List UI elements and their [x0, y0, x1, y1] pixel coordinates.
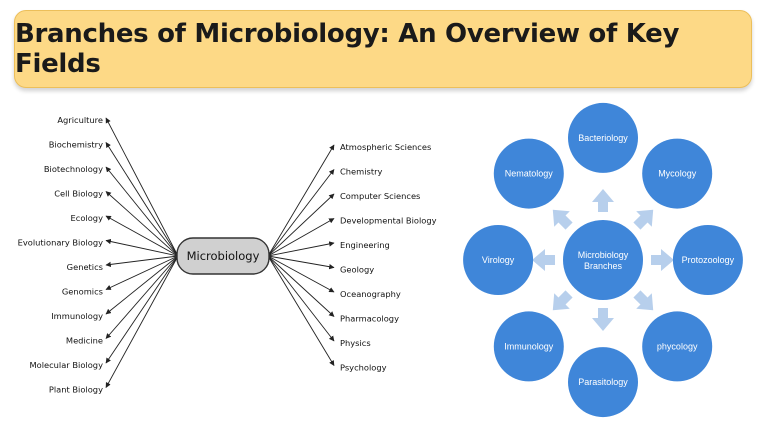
mindmap-branch-cell-biology: Cell Biology	[54, 189, 103, 199]
page-title: Branches of Microbiology: An Overview of…	[15, 19, 680, 79]
branch-arrow-genomics	[105, 255, 179, 290]
branch-arrow-chemistry	[267, 169, 335, 257]
branch-arrow-pharmacology	[267, 255, 335, 317]
branch-arrow-medicine	[105, 255, 179, 339]
mindmap-branch-pharmacology: Pharmacology	[340, 314, 399, 324]
branch-arrow-atmospheric-sciences	[267, 144, 335, 257]
title-banner: Branches of Microbiology: An Overview of…	[14, 10, 752, 88]
mindmap-branch-geology: Geology	[340, 265, 374, 275]
mindmap-branch-medicine: Medicine	[66, 336, 103, 346]
branch-arrow-biotechnology	[105, 166, 179, 257]
branch-circle-parasitology	[568, 347, 638, 418]
branch-label-phycology: phycology	[657, 341, 698, 351]
cycle-arrow-mycology	[633, 209, 654, 230]
mindmap-branch-genomics: Genomics	[62, 287, 103, 297]
mindmap-center-node	[176, 237, 270, 275]
branch-arrow-developmental-biology	[267, 218, 335, 257]
branch-circle-mycology	[642, 138, 713, 209]
cycle-center-circle	[563, 220, 643, 300]
mindmap-branch-physics: Physics	[340, 338, 371, 348]
mindmap-branch-molecular-biology: Molecular Biology	[29, 360, 103, 370]
mindmap-branch-plant-biology: Plant Biology	[49, 385, 103, 395]
branch-arrow-engineering	[267, 241, 335, 257]
cycle-arrow-phycology	[633, 290, 654, 311]
branch-arrow-ecology	[105, 215, 179, 257]
mindmap-branch-immunology: Immunology	[51, 311, 103, 321]
mindmap-center-label: Microbiology	[187, 249, 260, 263]
mindmap-branch-developmental-biology: Developmental Biology	[340, 216, 437, 226]
branch-circle-nematology	[493, 138, 564, 209]
branch-label-virology: Virology	[482, 255, 515, 265]
mindmap-branch-biochemistry: Biochemistry	[49, 140, 103, 150]
mindmap-branch-psychology: Psychology	[340, 363, 387, 373]
mindmap-branch-agriculture: Agriculture	[57, 115, 103, 125]
branch-arrow-molecular-biology	[105, 255, 179, 364]
mindmap: AgricultureBiochemistryBiotechnologyCell…	[18, 115, 437, 395]
cycle-arrow-parasitology	[592, 308, 614, 331]
branch-circle-immunology	[493, 311, 564, 382]
mindmap-branch-oceanography: Oceanography	[340, 289, 401, 299]
mindmap-branch-atmospheric-sciences: Atmospheric Sciences	[340, 142, 431, 152]
branch-circle-virology	[463, 225, 534, 295]
mindmap-branch-biotechnology: Biotechnology	[44, 164, 103, 174]
cycle-arrow-immunology	[552, 290, 573, 311]
branch-label-nematology: Nematology	[505, 169, 554, 179]
branch-arrow-plant-biology	[105, 255, 179, 388]
mindmap-branch-engineering: Engineering	[340, 240, 390, 250]
branch-label-protozoology: Protozoology	[682, 255, 735, 265]
mindmap-branch-evolutionary-biology: Evolutionary Biology	[18, 238, 103, 248]
branch-arrow-computer-sciences	[267, 193, 335, 257]
cycle-arrow-nematology	[552, 209, 573, 230]
branch-arrow-agriculture	[105, 117, 179, 257]
branch-arrow-biochemistry	[105, 142, 179, 257]
branch-arrow-immunology	[105, 255, 179, 315]
cycle-arrow-virology	[532, 249, 555, 271]
branch-arrow-oceanography	[267, 255, 335, 293]
branch-label-parasitology: Parasitology	[578, 377, 628, 387]
branch-arrow-psychology	[267, 255, 335, 366]
branch-label-mycology: Mycology	[658, 169, 697, 179]
branch-arrow-genetics	[105, 255, 179, 268]
branch-circle-bacteriology	[568, 102, 638, 173]
branch-arrow-physics	[267, 255, 335, 342]
branch-arrow-cell-biology	[105, 191, 179, 257]
branch-arrow-geology	[267, 255, 335, 270]
mindmap-branch-computer-sciences: Computer Sciences	[340, 191, 420, 201]
branch-label-bacteriology: Bacteriology	[578, 133, 628, 143]
mindmap-branch-chemistry: Chemistry	[340, 167, 383, 177]
branch-circle-phycology	[642, 311, 713, 382]
branch-circle-protozoology	[672, 225, 743, 295]
cycle-center-label-line: Branches	[584, 261, 623, 271]
cycle-arrow-protozoology	[651, 249, 674, 271]
mindmap-branch-ecology: Ecology	[71, 213, 104, 223]
cycle-center-label-line: Microbiology	[578, 250, 629, 260]
branch-label-immunology: Immunology	[504, 341, 554, 351]
branch-arrow-evolutionary-biology	[105, 238, 179, 257]
cycle-arrow-bacteriology	[592, 189, 614, 212]
mindmap-branch-genetics: Genetics	[67, 262, 103, 272]
